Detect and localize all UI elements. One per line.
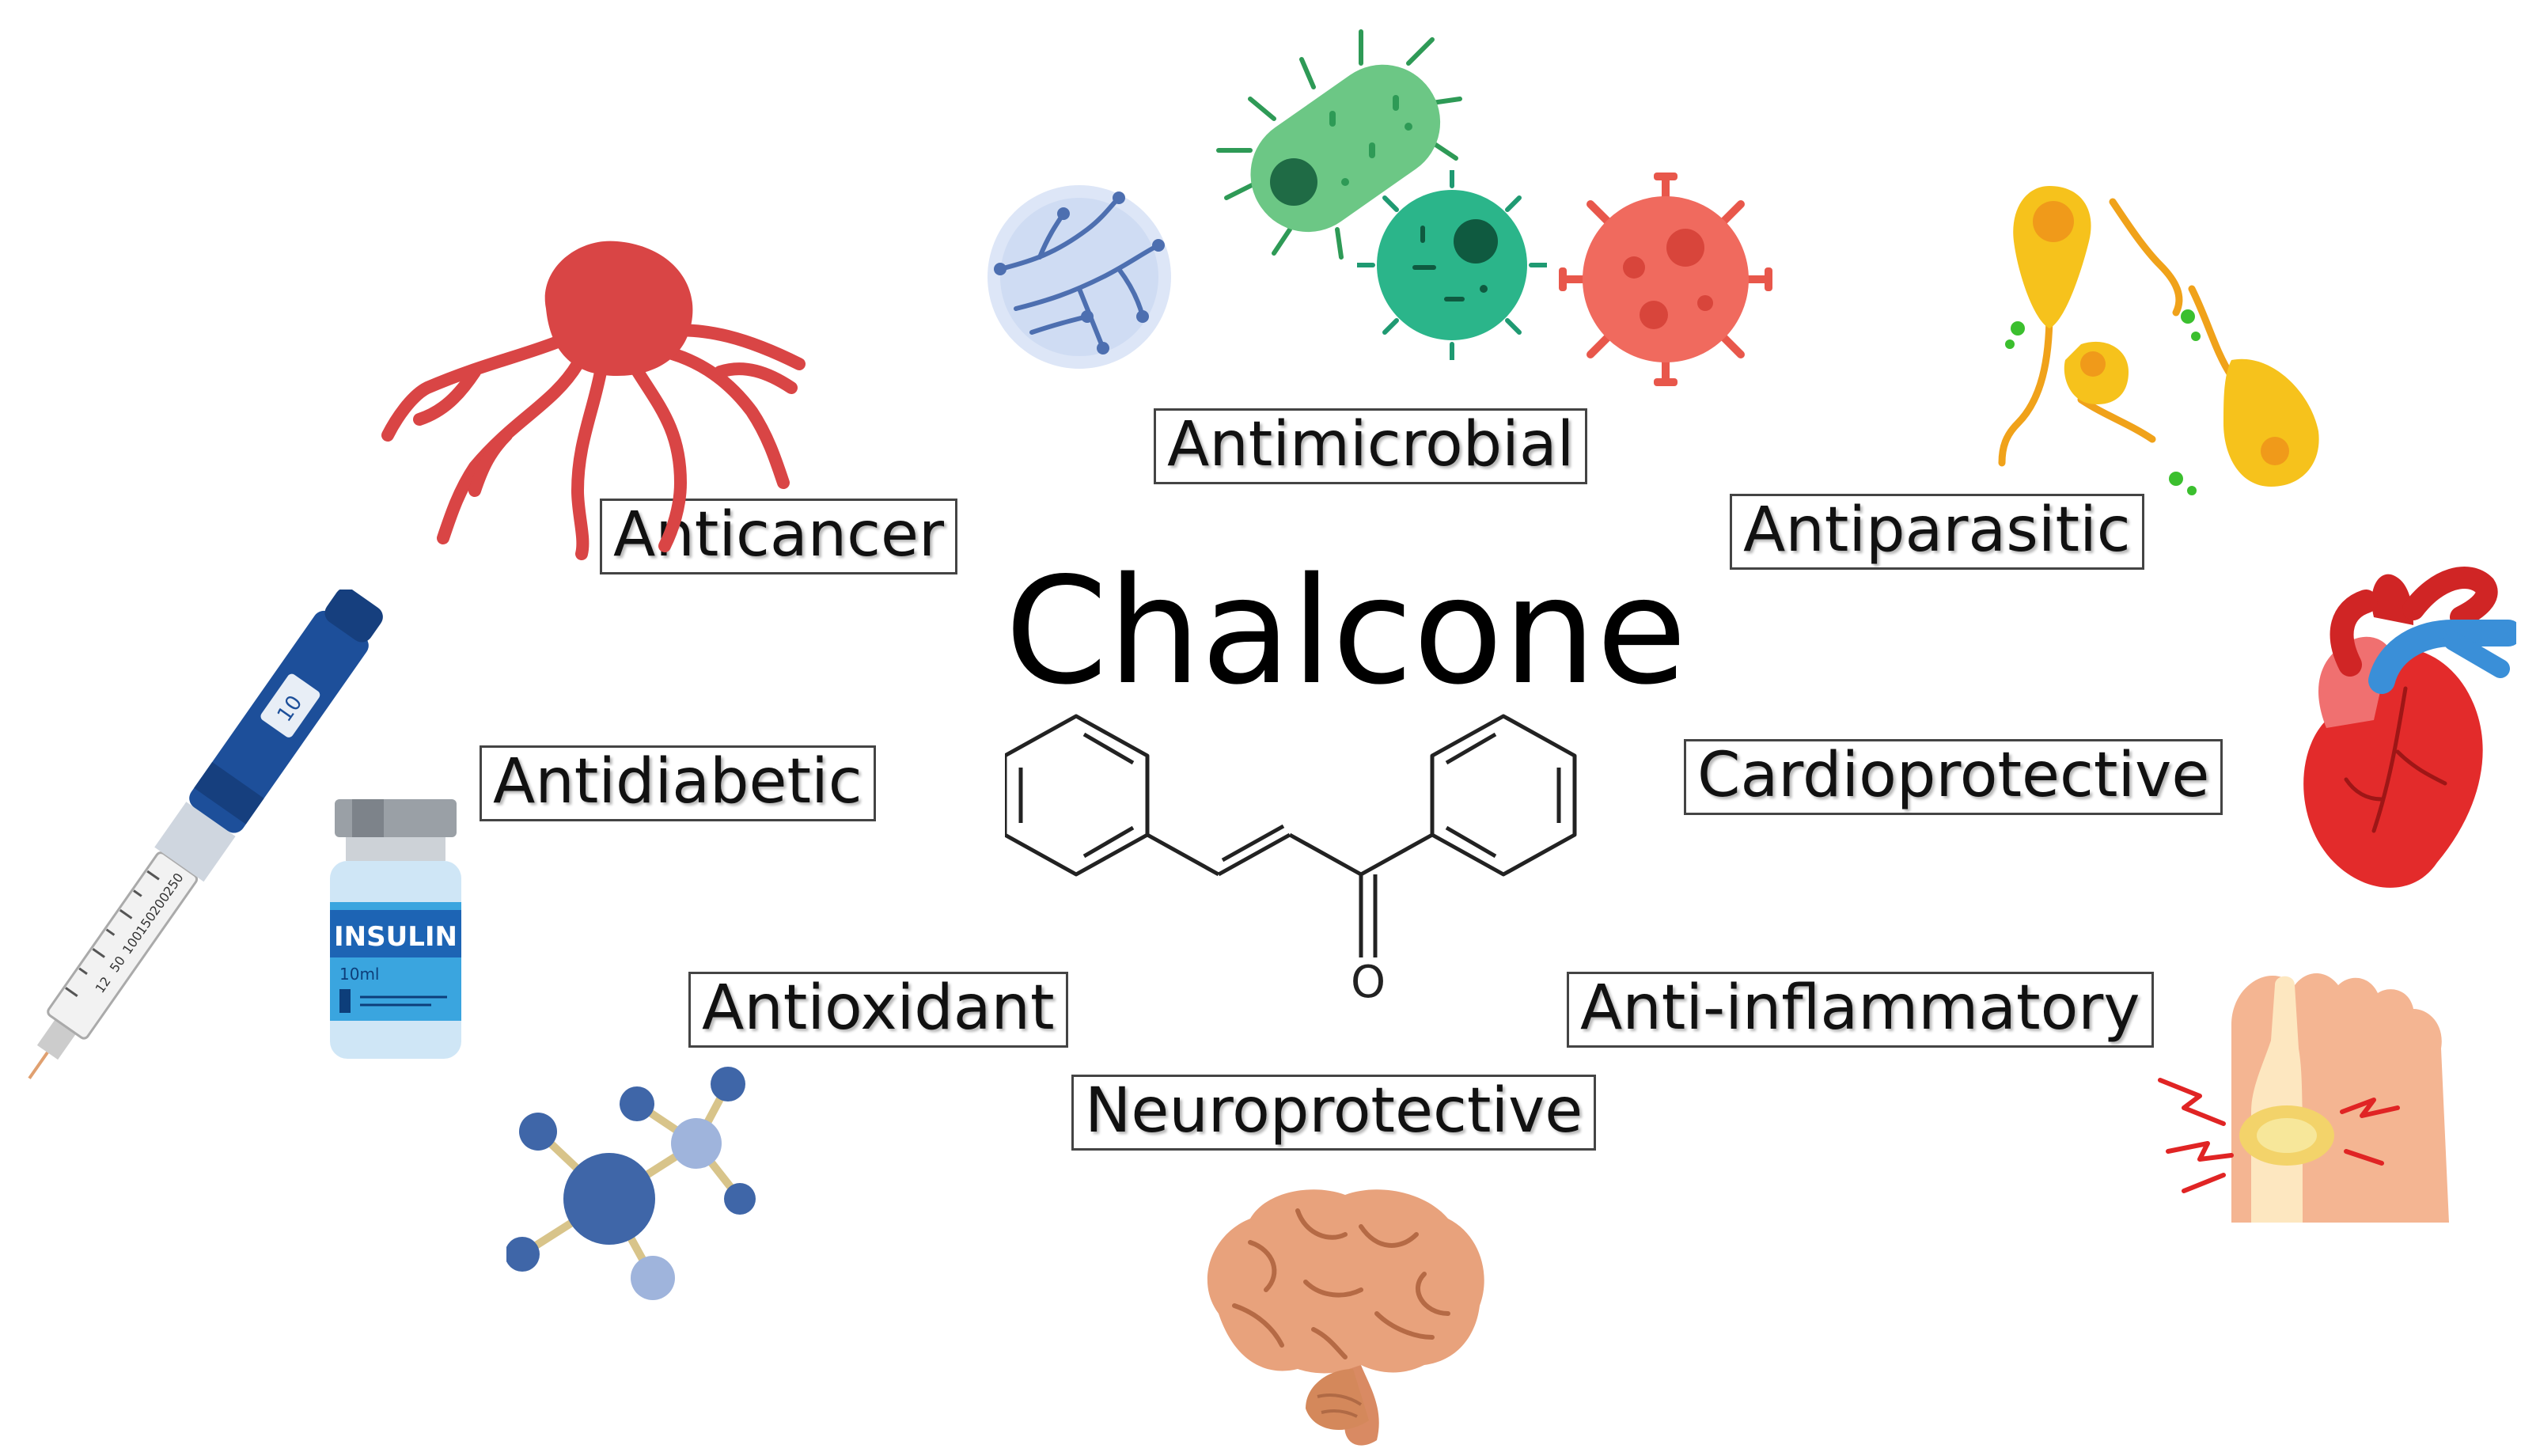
insulin-pen-icon: 250 200 150 100 50 12 10	[28, 590, 383, 1079]
heart-icon	[2303, 567, 2516, 888]
label-neuroprotective: Neuroprotective	[1071, 1075, 1597, 1151]
label-antiparasitic: Antiparasitic	[1730, 494, 2144, 570]
label-antioxidant: Antioxidant	[688, 972, 1068, 1048]
diagram-title: Chalcone	[1005, 545, 1687, 717]
label-anticancer: Anticancer	[600, 499, 958, 574]
oxygen-symbol: O	[1351, 957, 1386, 1008]
chalcone-structure: O	[1005, 714, 1577, 1008]
inflamed-foot-icon	[2158, 973, 2449, 1223]
insulin-vial-icon: INSULIN 10ml	[330, 799, 461, 1059]
brain-icon	[1207, 1189, 1484, 1446]
parasite-icon	[1998, 186, 2319, 495]
bacterium-icon	[1216, 29, 1462, 260]
virus-teal-icon	[1357, 170, 1547, 360]
vial-brand: INSULIN	[334, 921, 457, 953]
cancer-cell-icon	[381, 241, 806, 560]
label-cardioprotective: Cardioprotective	[1684, 739, 2223, 815]
virus-red-icon	[1559, 173, 1772, 386]
vial-volume: 10ml	[339, 965, 380, 984]
label-antimicrobial: Antimicrobial	[1154, 408, 1588, 484]
label-antidiabetic: Antidiabetic	[480, 745, 876, 821]
fungus-icon	[988, 185, 1171, 369]
antioxidant-molecule-icon	[506, 1067, 756, 1300]
label-anti-inflammatory: Anti-inflammatory	[1567, 972, 2154, 1048]
